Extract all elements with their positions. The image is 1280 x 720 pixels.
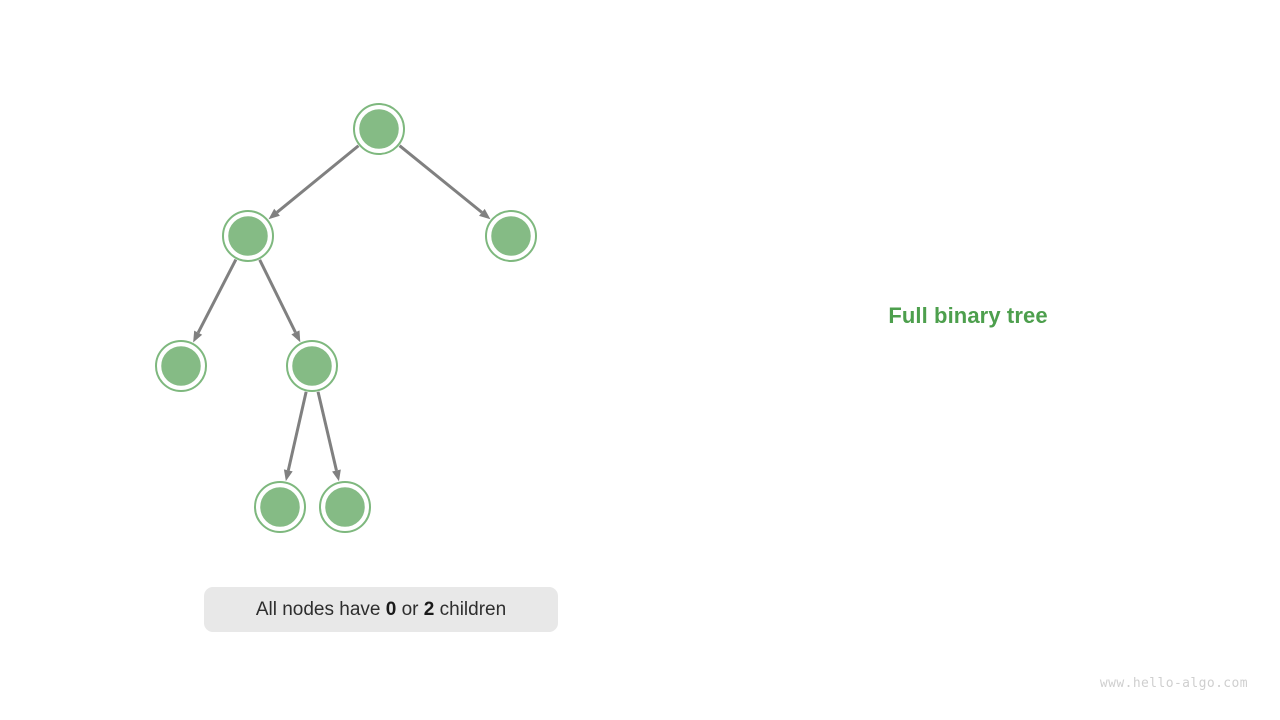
tree-edge [398, 144, 483, 214]
tree-edge [258, 259, 297, 334]
tree-edge [276, 144, 360, 214]
tree-edge [196, 258, 238, 334]
tree-edge-arrowhead [268, 208, 280, 220]
tree-node[interactable] [286, 340, 338, 392]
caption-badge: All nodes have 0 or 2 children [204, 587, 558, 632]
tree-edges-layer [193, 144, 491, 482]
tree-node-ring [155, 340, 207, 392]
tree-node-circle [322, 484, 368, 530]
tree-node-ring [485, 210, 537, 262]
tree-node[interactable] [353, 103, 405, 155]
watermark-label: www.hello-algo.com [1099, 676, 1248, 691]
tree-node-circle [356, 106, 402, 152]
tree-edge-arrowhead [479, 208, 491, 220]
tree-node-circle [289, 343, 335, 389]
tree-edge-arrowhead [283, 469, 293, 482]
tree-node[interactable] [254, 481, 306, 533]
tree-edge-arrowhead [291, 330, 301, 343]
tree-node-ring [353, 103, 405, 155]
tree-node-circle [158, 343, 204, 389]
tree-edge [286, 391, 308, 471]
tree-node-ring [286, 340, 338, 392]
tree-node-circle [257, 484, 303, 530]
caption-text: All nodes have 0 or 2 children [255, 598, 507, 620]
tree-node[interactable] [155, 340, 207, 392]
tree-edge [316, 391, 338, 471]
tree-node-circle [225, 213, 271, 259]
tree-node-ring [254, 481, 306, 533]
page-title: Full binary tree [888, 303, 1048, 328]
tree-node[interactable] [485, 210, 537, 262]
caption-bold-number: 2 [423, 598, 435, 620]
caption-bold-number: 0 [385, 598, 397, 620]
tree-nodes-layer [155, 103, 537, 533]
tree-edge-arrowhead [193, 330, 203, 343]
tree-node-ring [222, 210, 274, 262]
tree-node-ring [319, 481, 371, 533]
tree-node-circle [488, 213, 534, 259]
tree-node[interactable] [222, 210, 274, 262]
tree-edge-arrowhead [332, 469, 341, 482]
tree-node[interactable] [319, 481, 371, 533]
